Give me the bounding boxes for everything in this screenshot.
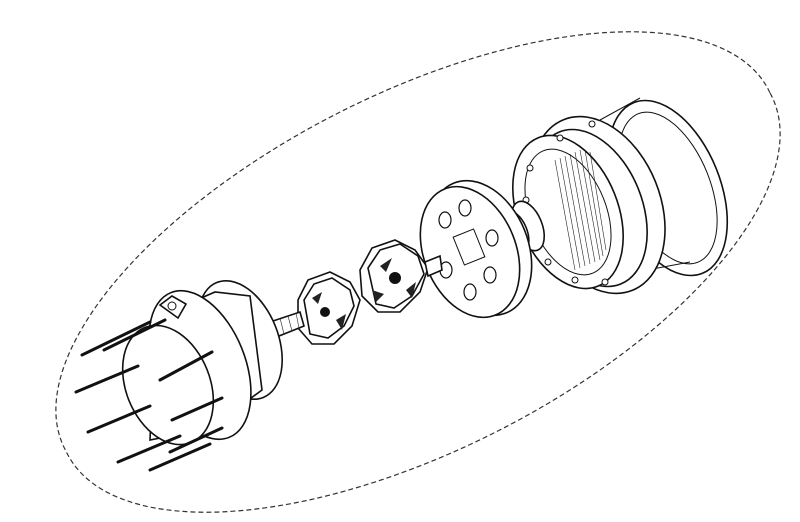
studs [74, 318, 224, 472]
primary-carrier [297, 271, 361, 345]
secondary-carrier [359, 239, 443, 313]
hub-housing [121, 279, 283, 446]
planet-carrier-plate [419, 179, 533, 319]
